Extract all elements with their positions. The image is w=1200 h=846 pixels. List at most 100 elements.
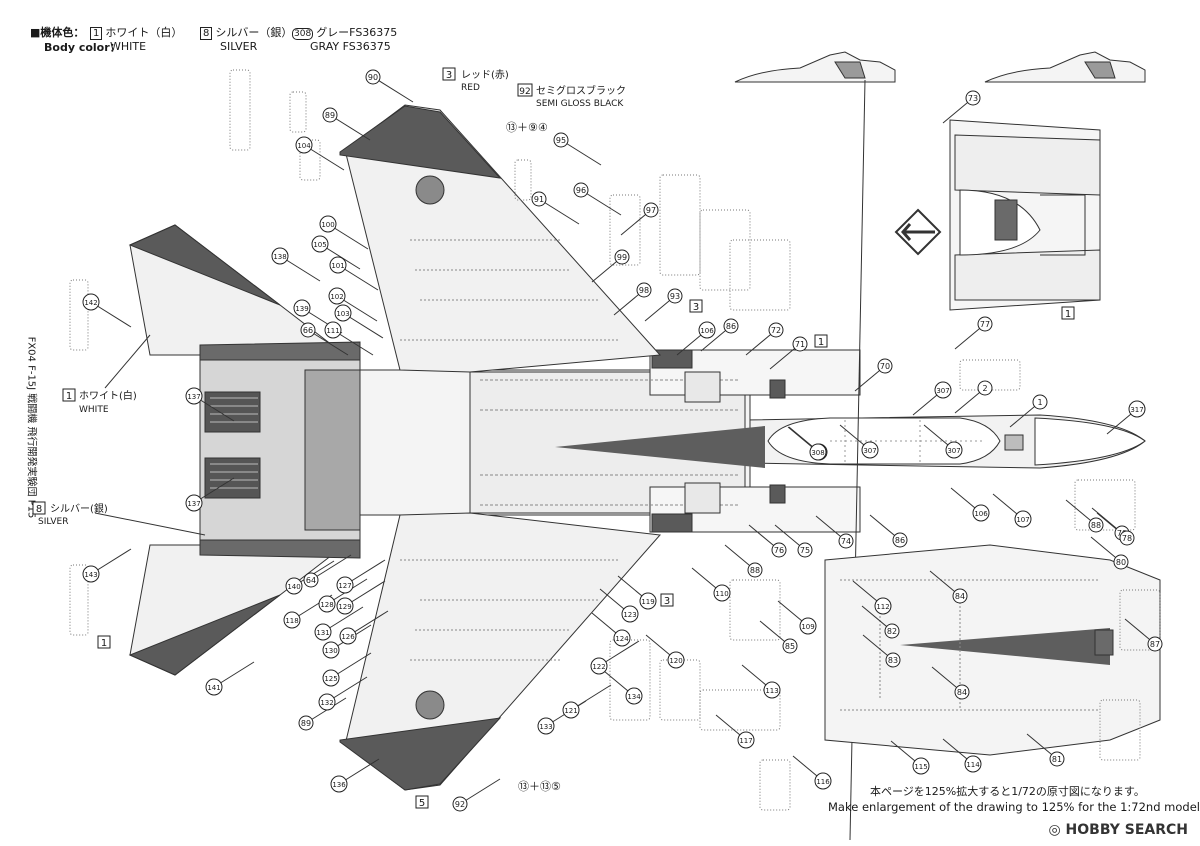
decal-callout-125: 125	[322, 669, 340, 687]
callout-circle	[614, 249, 630, 265]
callout-circle	[965, 90, 981, 106]
color-8-jp: シルバー（銀）	[215, 26, 293, 39]
plus-label-lower: ⑬＋⑬⑤	[518, 780, 561, 793]
callout-circle	[1119, 530, 1135, 546]
square-frame	[660, 593, 674, 607]
callout-circle	[1113, 554, 1129, 570]
decal-callout-73: 73	[965, 90, 981, 106]
callout-number: 137	[187, 500, 200, 508]
square-frame	[689, 299, 703, 313]
decal-callout-115: 115	[912, 757, 930, 775]
callout-number: 118	[285, 617, 298, 625]
callout-circle	[713, 584, 731, 602]
color-8-en: SILVER	[220, 40, 258, 53]
decal-callout-100: 100	[319, 215, 337, 233]
square-frame	[97, 635, 111, 649]
decal-callout-123: 123	[621, 605, 639, 623]
decal-callout-113: 113	[763, 681, 781, 699]
callout-circle	[336, 597, 354, 615]
callout-circle	[763, 681, 781, 699]
decal-outline	[514, 159, 532, 201]
callout-circle	[339, 627, 357, 645]
callout-number: 120	[669, 657, 682, 665]
decal-callout-1: 1	[1032, 394, 1048, 410]
decal-callout-112: 112	[874, 597, 892, 615]
color-8-num: 8	[200, 27, 213, 40]
detail-inset-bottom	[824, 544, 1161, 756]
callout-circle	[300, 322, 316, 338]
decal-outline	[759, 759, 791, 811]
callout-number: 81	[1052, 755, 1062, 764]
callout-number: 132	[320, 699, 333, 707]
footer-note-en: Make enlargement of the drawing to 125% …	[828, 800, 1200, 814]
callout-circle	[82, 293, 100, 311]
callout-number: 143	[84, 571, 97, 579]
callout-number: 72	[771, 326, 781, 335]
decal-callout-137: 137	[185, 494, 203, 512]
callout-circle	[1032, 394, 1048, 410]
callout-number: 137	[187, 393, 200, 401]
callout-circle	[1049, 751, 1065, 767]
callout-circle	[912, 757, 930, 775]
callout-circle	[1014, 510, 1032, 528]
decal-outline	[729, 239, 791, 311]
leader-line	[459, 778, 501, 805]
color-callout-silver: 8 シルバー(銀) SILVER	[32, 501, 206, 536]
callout-circle	[667, 288, 683, 304]
callout-circle	[884, 623, 900, 639]
decal-callout-64: 64	[303, 572, 319, 588]
callout-circle	[874, 597, 892, 615]
callout-white-en: WHITE	[79, 405, 109, 415]
callout-circle	[809, 443, 827, 461]
decal-callout-111: 111	[324, 321, 342, 339]
callout-number: 110	[715, 590, 728, 598]
callout-number: 64	[306, 576, 316, 585]
header-title-en: Body color：	[44, 41, 121, 54]
callout-circle	[954, 684, 970, 700]
callout-circle	[977, 380, 993, 396]
decal-callout-82: 82	[884, 623, 900, 639]
decal-callout-86: 86	[892, 532, 908, 548]
decal-callout-128: 128	[318, 595, 336, 613]
callout-circle	[952, 588, 968, 604]
decal-callout-101: 101	[329, 256, 347, 274]
callout-black-jp: セミグロスブラック	[536, 84, 626, 97]
decal-callout-85: 85	[782, 638, 798, 654]
callout-circle	[311, 235, 329, 253]
color-square-1: 1	[97, 635, 111, 649]
callout-number: 130	[324, 647, 337, 655]
callout-number: 109	[801, 623, 814, 631]
decal-callout-77: 77	[977, 316, 993, 332]
callout-number: 111	[326, 327, 339, 335]
decal-callout-89: 89	[322, 107, 338, 123]
decal-outline	[609, 194, 641, 266]
callout-circle	[185, 387, 203, 405]
callout-circle	[590, 657, 608, 675]
callout-circle	[747, 562, 763, 578]
leader-line	[372, 76, 414, 103]
decal-callout-102: 102	[328, 287, 346, 305]
color-308-en: GRAY FS36375	[310, 40, 391, 53]
decal-callout-121: 121	[562, 701, 580, 719]
callout-number: 82	[887, 627, 897, 636]
leader-line	[305, 697, 347, 724]
color-callout-red: 3 レッド(赤) RED	[442, 67, 509, 93]
callout-circle	[322, 641, 340, 659]
callout-number: 102	[330, 293, 343, 301]
callout-circle	[537, 717, 555, 735]
decal-callout-103: 103	[334, 304, 352, 322]
decal-outline	[289, 91, 307, 133]
callout-circle	[792, 336, 808, 352]
callout-number: 97	[646, 206, 656, 215]
decal-callout-96: 96	[573, 182, 589, 198]
callout-number: 104	[297, 142, 311, 150]
callout-circle	[573, 182, 589, 198]
color-square-3: 3	[660, 593, 674, 607]
decal-callout-122: 122	[590, 657, 608, 675]
decal-callout-139: 139	[293, 299, 311, 317]
callout-number: 88	[1091, 521, 1101, 530]
callout-circle	[737, 731, 755, 749]
callout-white-num: 1	[66, 391, 72, 402]
watermark: ◎ HOBBY SEARCH	[1048, 822, 1188, 838]
